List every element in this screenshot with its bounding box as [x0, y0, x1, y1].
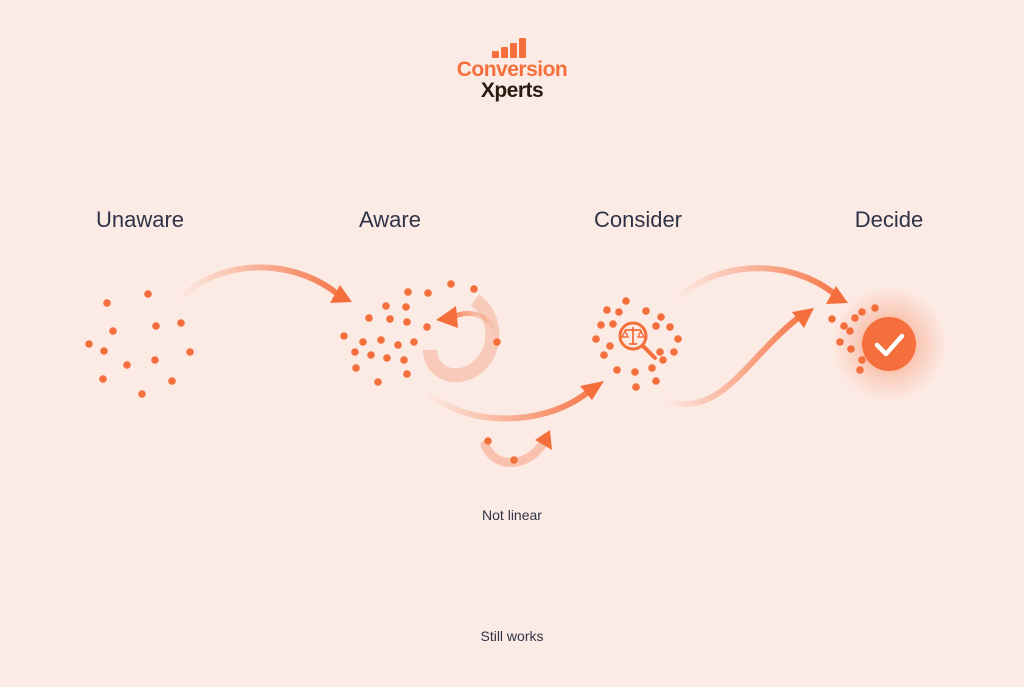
dot-consider-15: [613, 366, 621, 374]
dot-aware-18: [374, 378, 382, 386]
stage-label-decide: Decide: [854, 207, 924, 232]
dot-consider-13: [656, 348, 664, 356]
dot-unaware-10: [99, 375, 107, 383]
stage-label-consider: Consider: [593, 207, 683, 232]
dot-consider-0: [622, 297, 630, 305]
arrow-consider-to-decide-upper: [672, 265, 848, 304]
dot-aware-5: [386, 315, 394, 323]
dot-aware-22: [493, 338, 501, 346]
detour-arrow: [480, 430, 552, 467]
arrow-aware-to-consider: [422, 381, 604, 422]
logo-text-primary: Conversion: [456, 58, 568, 81]
logo-bars-icon: [492, 36, 532, 58]
dot-aware-11: [394, 341, 402, 349]
dot-unaware-6: [100, 347, 108, 355]
dot-consider-20: [652, 377, 660, 385]
dot-consider-2: [615, 308, 623, 316]
checkmark-circle-icon: [831, 286, 947, 402]
dot-unaware-4: [177, 319, 185, 327]
dot-consider-19: [632, 383, 640, 391]
brand-logo: Conversion Xperts: [440, 36, 584, 106]
dot-unaware-11: [168, 377, 176, 385]
dot-unaware-2: [109, 327, 117, 335]
arrow-consider-to-decide-lower: [662, 308, 814, 407]
dot-decide-2: [828, 315, 836, 323]
dot-unaware-12: [138, 390, 146, 398]
dot-aware-14: [367, 351, 375, 359]
dot-consider-16: [631, 368, 639, 376]
stage-label-aware: Aware: [359, 207, 421, 232]
dot-consider-17: [648, 364, 656, 372]
dot-unaware-7: [186, 348, 194, 356]
dot-aware-3: [402, 303, 410, 311]
dot-aware-13: [351, 348, 359, 356]
dot-consider-9: [592, 335, 600, 343]
dot-consider-3: [642, 307, 650, 315]
dot-consider-12: [606, 342, 614, 350]
logo-text-secondary: Xperts: [480, 79, 544, 102]
dot-consider-14: [670, 348, 678, 356]
dot-unaware-5: [85, 340, 93, 348]
scale-magnifier-icon: [618, 321, 657, 360]
dot-aware-0: [404, 288, 412, 296]
dot-detour-0: [484, 437, 492, 445]
dot-consider-1: [603, 306, 611, 314]
dot-aware-2: [382, 302, 390, 310]
loop-arrow-aware: [423, 294, 500, 383]
dot-aware-4: [365, 314, 373, 322]
dot-aware-8: [340, 332, 348, 340]
dot-aware-17: [352, 364, 360, 372]
dot-consider-11: [600, 351, 608, 359]
dot-aware-6: [403, 318, 411, 326]
stage-label-unaware: Unaware: [95, 207, 185, 232]
dot-unaware-3: [152, 322, 160, 330]
dot-unaware-0: [103, 299, 111, 307]
dot-consider-6: [609, 320, 617, 328]
caption-still-works: Still works: [480, 628, 544, 644]
dot-aware-10: [377, 336, 385, 344]
dot-consider-7: [652, 322, 660, 330]
dot-consider-10: [674, 335, 682, 343]
caption-not-linear: Not linear: [482, 507, 542, 523]
dot-aware-16: [400, 356, 408, 364]
dot-consider-8: [666, 323, 674, 331]
dot-consider-4: [657, 313, 665, 321]
dot-consider-18: [659, 356, 667, 364]
dot-detour-1: [510, 456, 518, 464]
dot-aware-20: [447, 280, 455, 288]
dot-aware-7: [423, 323, 431, 331]
dot-aware-19: [403, 370, 411, 378]
dot-unaware-1: [144, 290, 152, 298]
arrow-unaware-to-aware: [175, 264, 352, 303]
dot-consider-5: [597, 321, 605, 329]
dot-unaware-8: [123, 361, 131, 369]
dot-aware-21: [470, 285, 478, 293]
dot-aware-9: [359, 338, 367, 346]
dot-unaware-9: [151, 356, 159, 364]
dot-aware-1: [424, 289, 432, 297]
dot-aware-12: [410, 338, 418, 346]
dot-aware-15: [383, 354, 391, 362]
